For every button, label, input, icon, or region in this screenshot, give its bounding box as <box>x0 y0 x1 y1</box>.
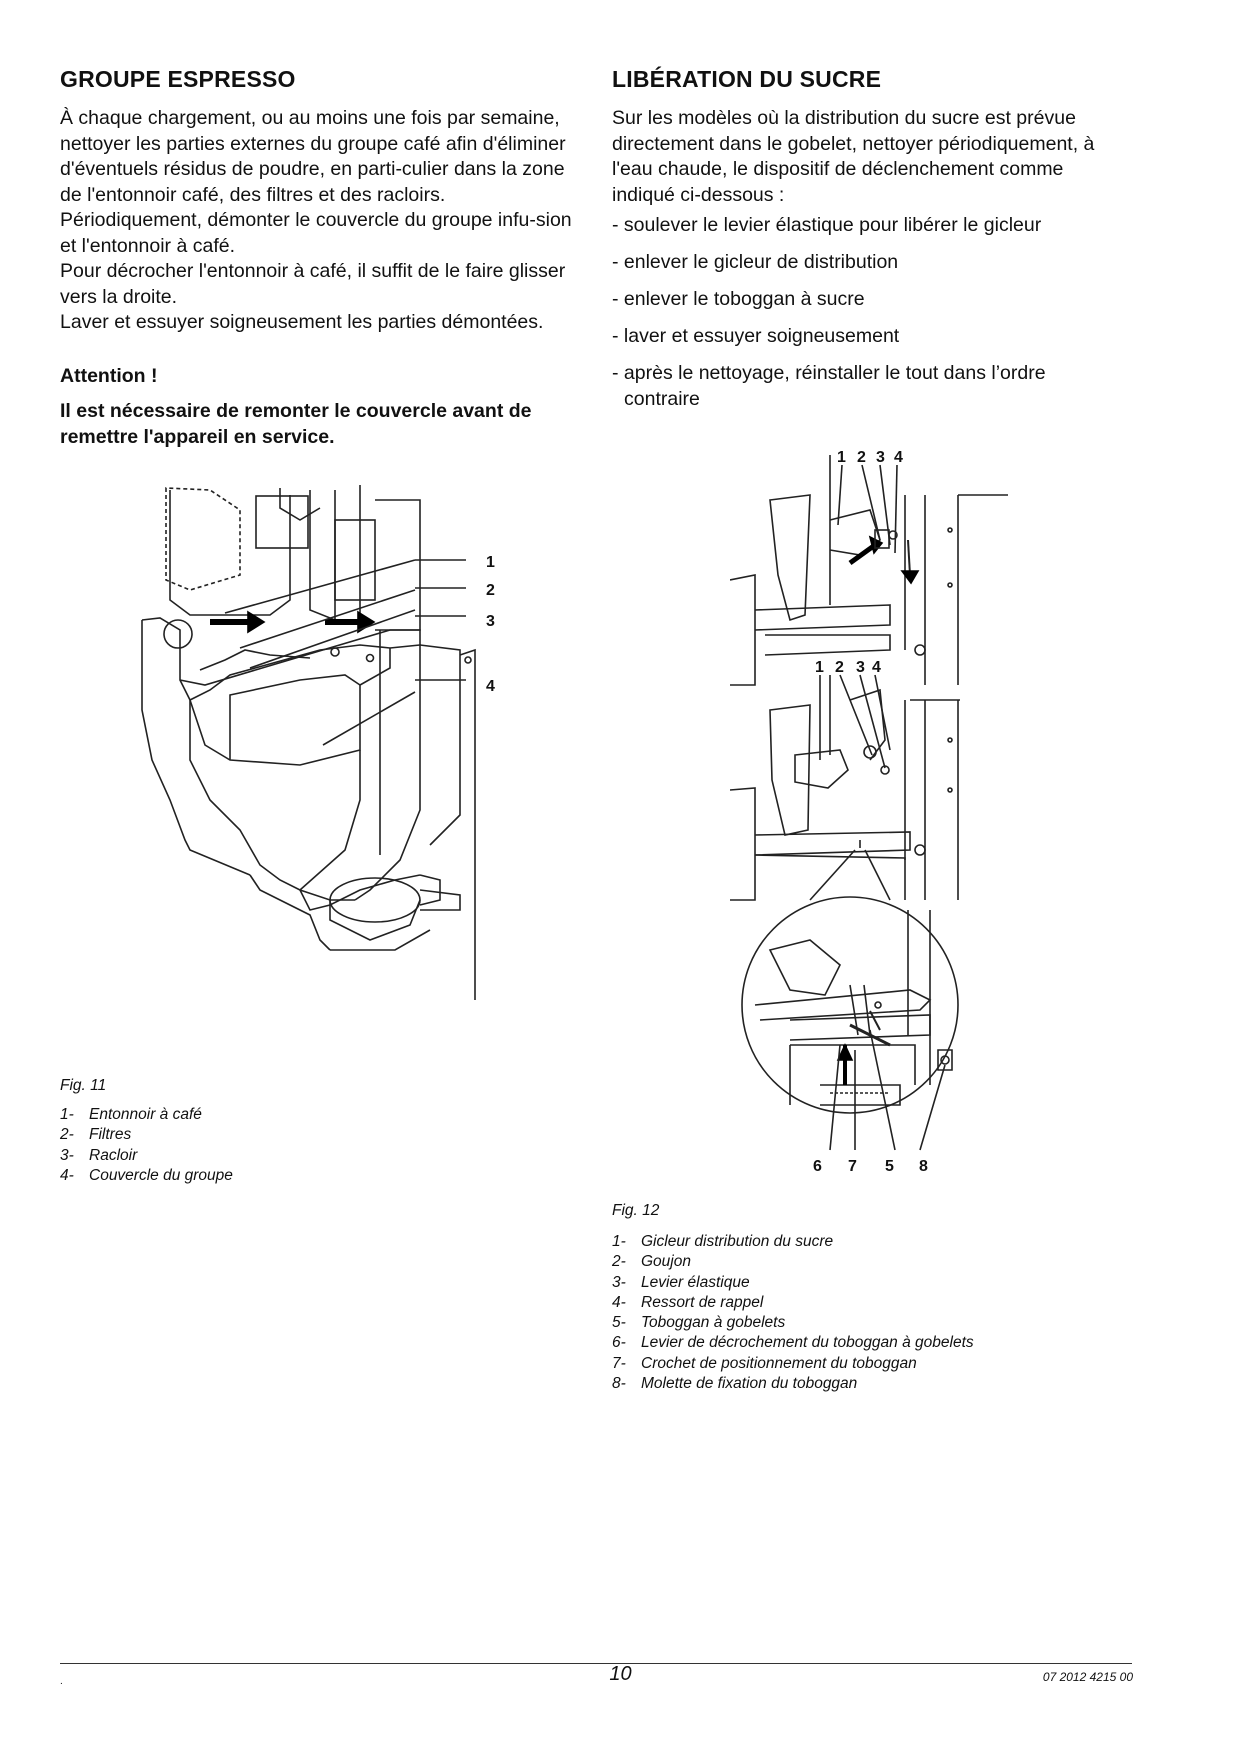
bottom-callout-7: 7 <box>848 1158 857 1175</box>
paragraph: Pour décrocher l'entonnoir à café, il su… <box>60 260 566 308</box>
warning-text: Il est nécessaire de remonter le couverc… <box>60 400 532 448</box>
top-callout-4: 4 <box>894 449 903 466</box>
legend-item: 8-Molette de fixation du toboggan <box>612 1375 858 1393</box>
callout-4: 4 <box>486 678 495 695</box>
espresso-instructions: À chaque chargement, ou au moins une foi… <box>60 106 580 336</box>
detail-circle <box>741 896 959 1151</box>
step-item: - soulever le levier élastique pour libé… <box>612 214 1042 236</box>
legend-item: 1-Gicleur distribution du sucre <box>612 1233 834 1250</box>
attention-label: Attention ! <box>60 365 158 387</box>
step-item: - laver et essuyer soigneusement <box>612 325 900 347</box>
step-item: - enlever le gicleur de distribution <box>612 251 899 273</box>
paragraph: Périodiquement, démonter le couvercle du… <box>60 209 572 257</box>
top-callout-2: 2 <box>857 449 866 466</box>
legend-item: 4-Ressort de rappel <box>612 1293 764 1311</box>
bottom-callout-5: 5 <box>885 1158 894 1175</box>
legend-item: 2-Goujon <box>612 1253 691 1271</box>
legend-item: 6-Levier de décrochement du toboggan à g… <box>612 1334 974 1352</box>
mid-callout-3: 3 <box>856 659 865 676</box>
step-item: - après le nettoyage, réinstaller le tou… <box>612 362 1046 410</box>
figure-12-legend: 1-Gicleur distribution du sucre 2-Goujon… <box>612 1232 974 1394</box>
bottom-callout-6: 6 <box>813 1158 822 1175</box>
legend-item: 5-Toboggan à gobelets <box>612 1314 786 1332</box>
figure-11-espresso-group: 1 2 3 4 <box>141 485 495 1000</box>
bottom-callout-8: 8 <box>919 1158 928 1175</box>
figure-12-sugar-release: 1 2 3 4 1 2 3 4 6 7 5 8 <box>730 449 1008 1175</box>
sugar-steps-list: - soulever le levier élastique pour libé… <box>612 213 1122 424</box>
legend-item: 3-Racloir <box>60 1146 138 1164</box>
document-code: 07 2012 4215 00 <box>1042 1670 1133 1684</box>
paragraph: À chaque chargement, ou au moins une foi… <box>60 107 566 206</box>
paragraph: Laver et essuyer soigneusement les parti… <box>60 311 544 333</box>
mid-callout-1: 1 <box>815 659 824 676</box>
callout-2: 2 <box>486 582 495 599</box>
legend-item: 7-Crochet de positionnement du toboggan <box>612 1354 917 1372</box>
middle-drawing <box>730 674 960 901</box>
callout-3: 3 <box>486 613 495 630</box>
section-heading-liberation-sucre: LIBÉRATION DU SUCRE <box>612 66 882 92</box>
top-callout-1: 1 <box>837 449 846 466</box>
legend-item: 4-Couvercle du groupe <box>60 1166 233 1184</box>
figure-11-caption: Fig. 11 <box>60 1077 107 1094</box>
legend-item: 2-Filtres <box>60 1126 132 1144</box>
figure-11-legend: 1-Entonnoir à café 2-Filtres 3-Racloir 4… <box>60 1105 233 1186</box>
page-number: 10 <box>609 1663 632 1685</box>
fig12-callouts: 1 2 3 4 1 2 3 4 6 7 5 8 <box>813 449 928 1175</box>
legend-item: 3-Levier élastique <box>612 1273 750 1291</box>
legend-item: 1-Entonnoir à café <box>60 1106 202 1123</box>
callout-1: 1 <box>486 554 495 571</box>
fig11-callouts: 1 2 3 4 <box>415 554 495 695</box>
section-heading-groupe-espresso: GROUPE ESPRESSO <box>60 66 296 92</box>
footer-dot: . <box>60 1676 63 1687</box>
top-drawing <box>730 455 1008 686</box>
mid-callout-2: 2 <box>835 659 844 676</box>
sugar-intro: Sur les modèles où la distribution du su… <box>612 107 1095 206</box>
mid-callout-4: 4 <box>872 659 881 676</box>
footer-divider <box>60 1663 1132 1664</box>
step-item: - enlever le toboggan à sucre <box>612 288 865 310</box>
figure-12-caption: Fig. 12 <box>612 1202 660 1219</box>
top-callout-3: 3 <box>876 449 885 466</box>
